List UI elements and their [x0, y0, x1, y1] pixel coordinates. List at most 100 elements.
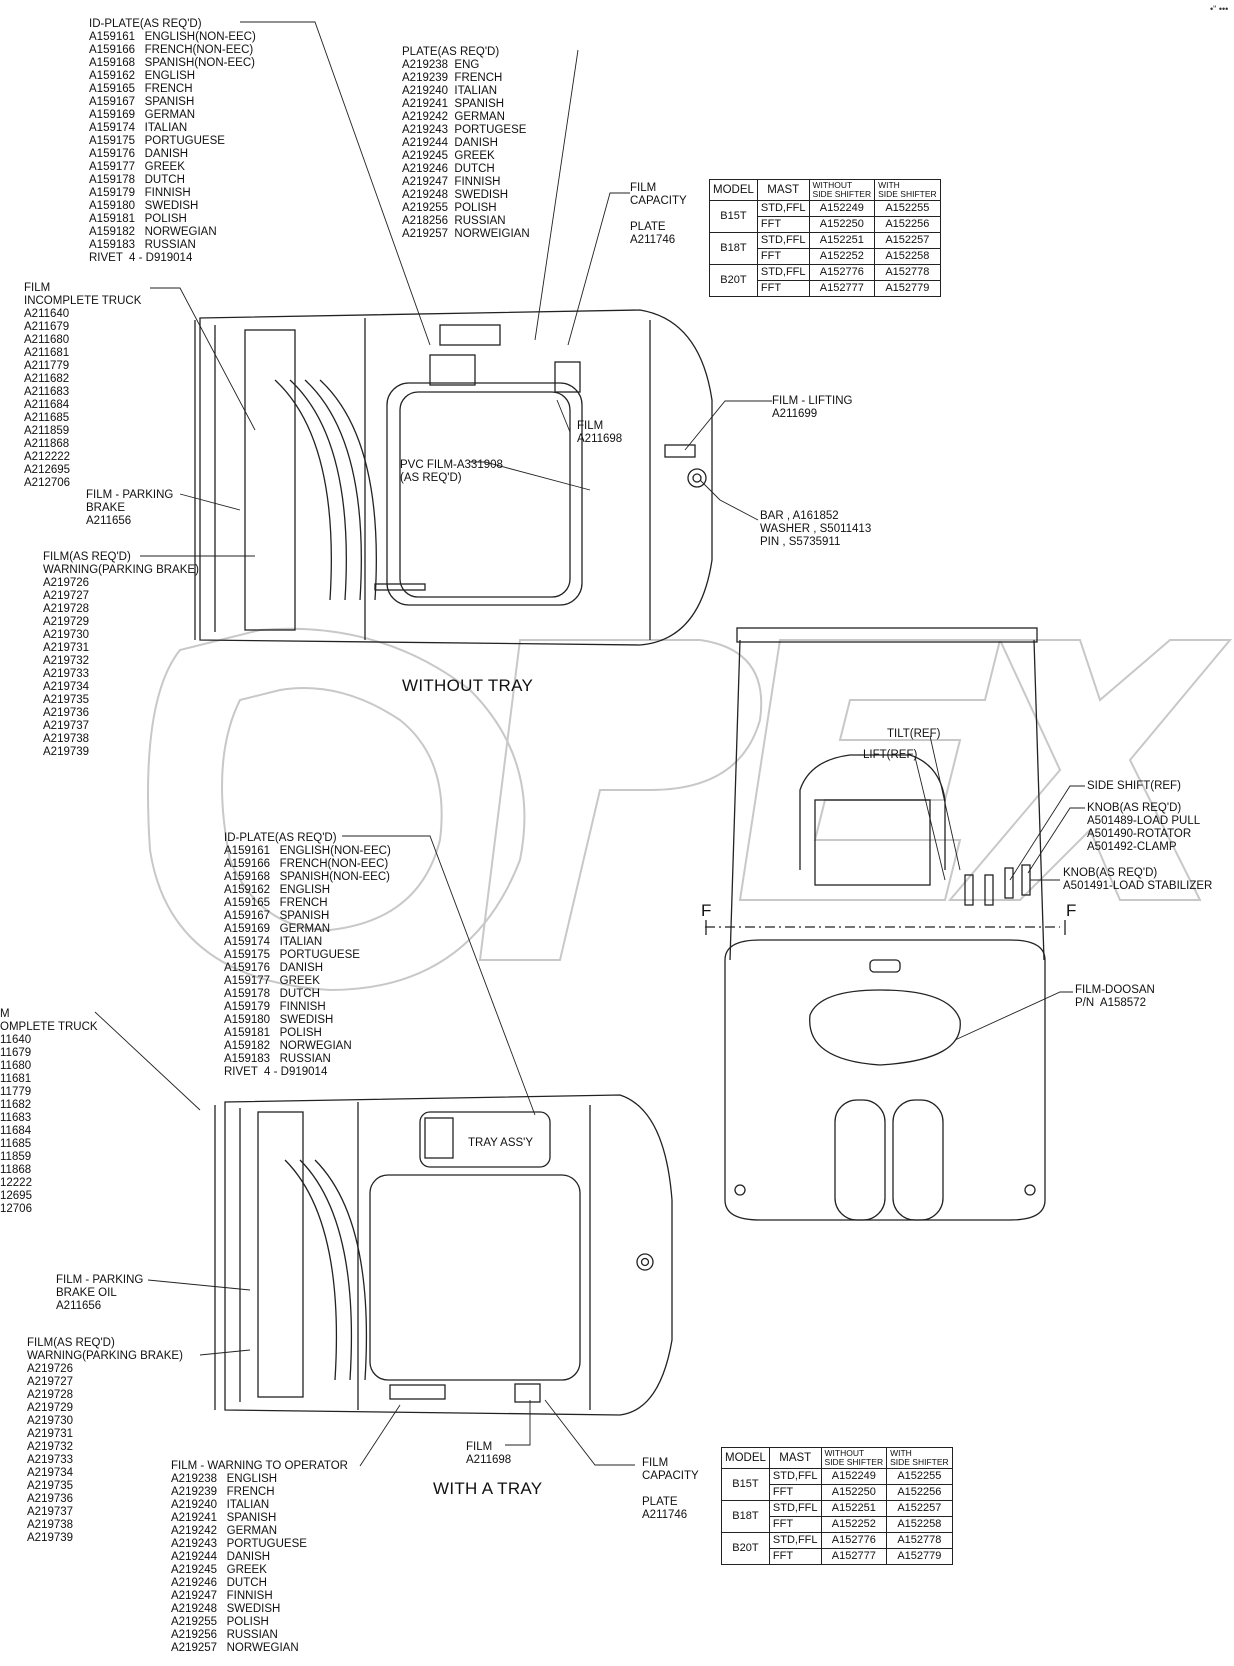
label-line: A219245 GREEK	[402, 150, 495, 162]
label-line: A219737	[43, 720, 90, 732]
label-line: A212222	[24, 451, 71, 463]
section-mark-f-left: F	[701, 901, 712, 921]
part-number-cell: A152776	[808, 264, 876, 281]
part-number-cell: A152258	[874, 248, 941, 265]
label-line: A159161 ENGLISH(NON-EEC)	[89, 31, 256, 43]
part-number-cell: A152258	[886, 1516, 953, 1533]
label-line: FILM - LIFTING	[772, 395, 853, 407]
label-line: A219238 ENG	[402, 59, 480, 71]
label-line: A159178 DUTCH	[224, 988, 320, 1000]
label-pvc-film: PVC FILM-A331908(AS REQ'D)	[400, 459, 503, 485]
label-line: A211640	[24, 308, 70, 320]
corner-mark: •" •••	[1210, 4, 1229, 14]
label-line: A501491-LOAD STABILIZER	[1063, 880, 1213, 892]
label-film-warning-top: FILM(AS REQ'D)WARNING(PARKING BRAKE)A219…	[43, 551, 199, 759]
part-number-cell: A152251	[808, 232, 876, 249]
label-line: FILM - WARNING TO OPERATOR	[171, 1460, 348, 1472]
label-line: A159175 PORTUGUESE	[89, 135, 225, 147]
part-number-cell: A152779	[874, 280, 941, 297]
label-line: A219730	[27, 1415, 74, 1427]
label-line: LIFT(REF)	[863, 749, 918, 761]
label-line: A219240 ITALIAN	[402, 85, 498, 97]
part-number-cell: A152250	[808, 216, 876, 233]
label-line: A159181 POLISH	[224, 1027, 322, 1039]
label-line: A159162 ENGLISH	[89, 70, 196, 82]
label-line: WARNING(PARKING BRAKE)	[43, 564, 199, 576]
label-line: A159180 SWEDISH	[224, 1014, 334, 1026]
label-line: SIDE SHIFT(REF)	[1087, 780, 1181, 792]
label-line: A159166 FRENCH(NON-EEC)	[224, 858, 389, 870]
label-line: A211685	[24, 412, 70, 424]
table-header-cell: MODEL	[721, 1447, 770, 1469]
label-line: PVC FILM-A331908	[400, 459, 503, 471]
label-film-warning-bottom: FILM(AS REQ'D)WARNING(PARKING BRAKE)A219…	[27, 1337, 183, 1545]
label-line: A211698	[577, 433, 623, 445]
label-line: 11684	[0, 1125, 32, 1137]
label-line: A219729	[43, 616, 90, 628]
label-line: FILM(AS REQ'D)	[27, 1337, 115, 1349]
label-line	[630, 208, 687, 221]
label-line: BAR , A161852	[760, 510, 839, 522]
label-line: A501489-LOAD PULL	[1087, 815, 1201, 827]
model-cell: B20T	[709, 264, 758, 297]
label-line: 11682	[0, 1099, 32, 1111]
label-line: A219257 NORWEIGIAN	[402, 228, 530, 240]
label-line: TRAY ASS'Y	[468, 1137, 534, 1149]
label-line: A159167 SPANISH	[224, 910, 330, 922]
label-line: A219255 POLISH	[171, 1616, 269, 1628]
label-line: A219247 FINNISH	[402, 176, 501, 188]
label-line: A219729	[27, 1402, 74, 1414]
label-line: A159176 DANISH	[89, 148, 189, 160]
mast-cell: STD,FFL	[756, 200, 810, 217]
label-lift-ref: LIFT(REF)	[863, 749, 917, 762]
label-line: PIN , S5735911	[760, 536, 841, 548]
label-line: A159178 DUTCH	[89, 174, 185, 186]
label-line: A219242 GERMAN	[171, 1525, 278, 1537]
label-line: A219726	[27, 1363, 74, 1375]
label-line: P/N A158572	[1075, 997, 1146, 1009]
label-line: TILT(REF)	[887, 728, 941, 740]
label-line: A219255 POLISH	[402, 202, 497, 214]
table-header-cell: MAST	[768, 1447, 822, 1469]
label-line: A159165 FRENCH	[224, 897, 328, 909]
label-line: RIVET 4 - D919014	[89, 252, 193, 264]
label-line: A219244 DANISH	[171, 1551, 271, 1563]
label-line: A219256 RUSSIAN	[171, 1629, 278, 1641]
label-line: A211868	[24, 438, 70, 450]
mast-cell: STD,FFL	[768, 1500, 822, 1517]
part-number-cell: A152257	[886, 1500, 953, 1517]
label-line: A219732	[43, 655, 90, 667]
label-line: A211859	[24, 425, 70, 437]
part-number-cell: A152255	[874, 200, 941, 217]
label-line: 11859	[0, 1151, 32, 1163]
label-line: A211680	[24, 334, 70, 346]
model-cell: B18T	[721, 1500, 770, 1533]
part-number-cell: A152256	[874, 216, 941, 233]
label-line: A159162 ENGLISH	[224, 884, 331, 896]
label-line: A219732	[27, 1441, 74, 1453]
label-line: FILM	[630, 182, 657, 194]
label-line: A219728	[43, 603, 90, 615]
model-cell: B15T	[721, 1468, 770, 1501]
part-number-cell: A152777	[808, 280, 876, 297]
part-number-cell: A152777	[820, 1548, 888, 1565]
label-line: A159175 PORTUGUESE	[224, 949, 360, 961]
label-line: RIVET 4 - D919014	[224, 1066, 328, 1078]
label-line: A219726	[43, 577, 90, 589]
label-line: BRAKE	[86, 502, 125, 514]
truck-top-view-without-tray	[194, 309, 713, 646]
leader-lines	[94, 21, 1085, 1467]
